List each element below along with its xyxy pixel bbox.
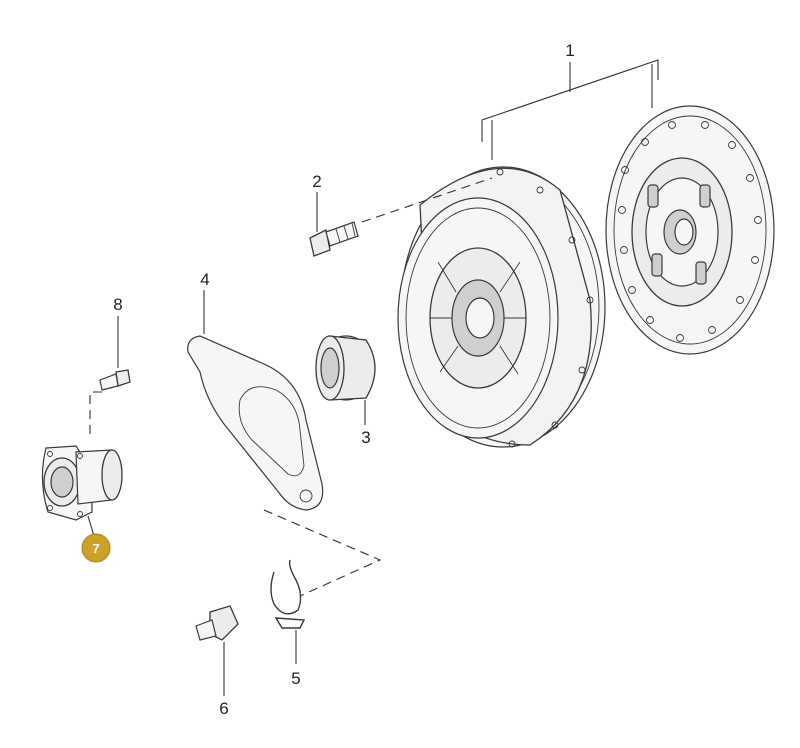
guide-sleeve bbox=[41, 445, 123, 537]
screw bbox=[99, 316, 131, 391]
pressure-plate bbox=[397, 166, 606, 448]
callout-4: 4 bbox=[200, 270, 209, 289]
callout-6: 6 bbox=[219, 699, 228, 718]
bolt bbox=[309, 192, 359, 257]
spring-clip bbox=[270, 559, 306, 664]
fork-alignment-line bbox=[263, 509, 382, 597]
callout-2: 2 bbox=[312, 172, 321, 191]
callout-8: 8 bbox=[113, 295, 122, 314]
release-fork bbox=[187, 290, 324, 511]
pivot-stud bbox=[195, 605, 239, 696]
callout-1: 1 bbox=[565, 41, 574, 60]
callout-5: 5 bbox=[291, 669, 300, 688]
callout-7: 7 bbox=[92, 541, 99, 556]
bolt-alignment-line bbox=[361, 177, 493, 223]
callout-1-bracket bbox=[481, 59, 659, 160]
clutch-disc bbox=[605, 105, 775, 355]
release-bearing bbox=[315, 335, 376, 425]
callout-3: 3 bbox=[361, 428, 370, 447]
callout-7-badge[interactable]: 7 bbox=[81, 533, 111, 563]
screw-alignment-line bbox=[89, 391, 102, 440]
